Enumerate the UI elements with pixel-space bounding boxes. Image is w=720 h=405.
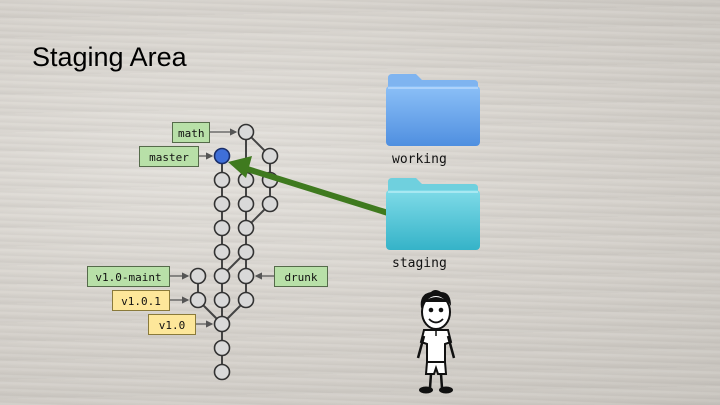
- version-tag-v1-0-1: v1.0.1: [112, 290, 170, 311]
- branch-tag-drunk: drunk: [274, 266, 328, 287]
- working-folder-label: working: [392, 152, 447, 167]
- commit-edges: [197, 131, 271, 372]
- head-commit: [213, 147, 231, 165]
- branch-tag-math: math: [172, 122, 210, 143]
- slide-title: Staging Area: [32, 42, 187, 72]
- working-folder-icon: [386, 74, 480, 146]
- tag-pointers: [170, 128, 274, 328]
- staging-arrow: [228, 156, 407, 221]
- staging-folder-icon: [386, 178, 480, 250]
- branch-tag-master: master: [139, 146, 199, 167]
- developer-figure-icon: [416, 290, 456, 394]
- staging-folder-label: staging: [392, 256, 447, 271]
- version-tag-v1-0: v1.0: [148, 314, 196, 335]
- commit-nodes: [189, 123, 279, 381]
- branch-tag-v1-0-maint: v1.0-maint: [87, 266, 170, 287]
